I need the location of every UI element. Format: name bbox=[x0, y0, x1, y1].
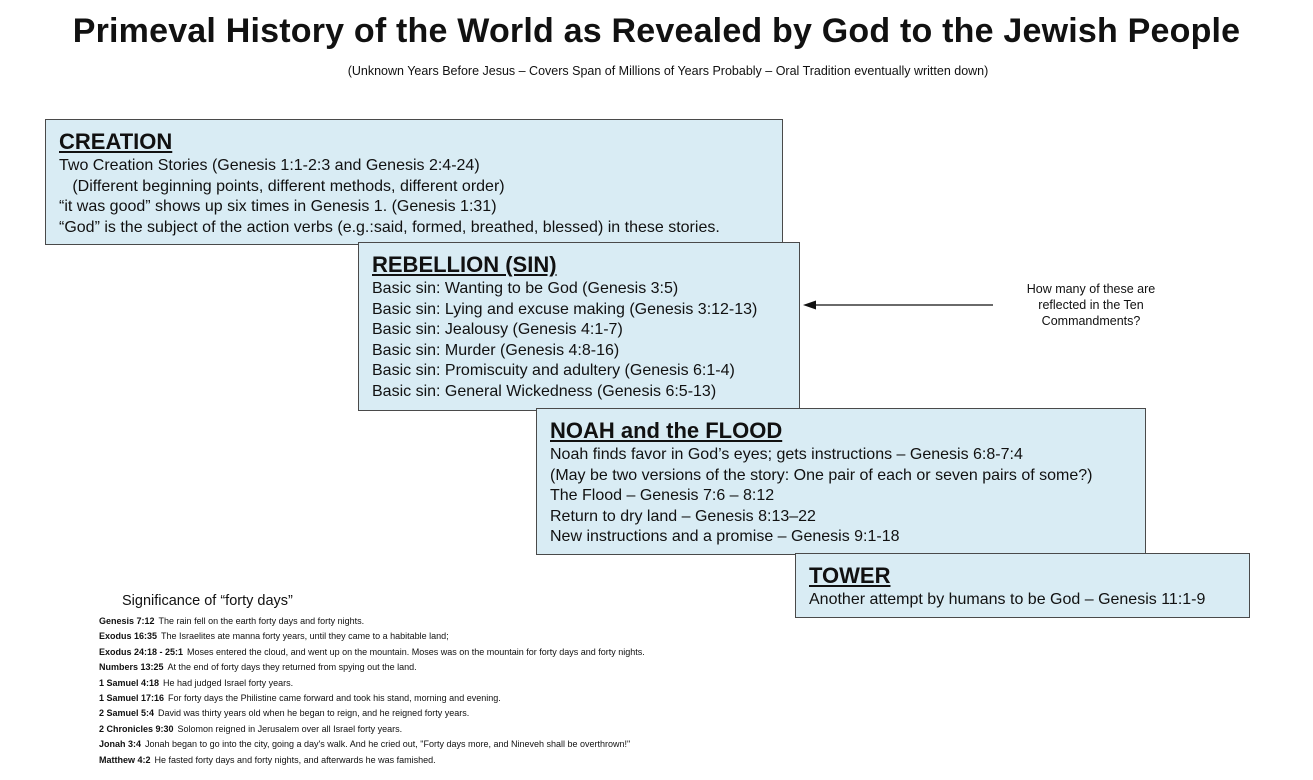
verse-text: The rain fell on the earth forty days an… bbox=[158, 616, 365, 626]
rebellion-line: Basic sin: Jealousy (Genesis 4:1-7) bbox=[372, 321, 623, 338]
verse-reference: Genesis 7:12 bbox=[99, 616, 155, 626]
rebellion-line: Basic sin: Wanting to be God (Genesis 3:… bbox=[372, 280, 679, 297]
creation-line: Two Creation Stories (Genesis 1:1-2:3 an… bbox=[59, 157, 480, 174]
creation-heading: CREATION bbox=[59, 129, 173, 154]
page-title: Primeval History of the World as Reveale… bbox=[72, 12, 1241, 50]
verse-reference: 1 Samuel 17:16 bbox=[99, 693, 165, 704]
rebellion-heading: REBELLION (SIN) bbox=[372, 252, 557, 277]
noah-line: The Flood – Genesis 7:6 – 8:12 bbox=[550, 487, 775, 504]
page-subtitle: (Unknown Years Before Jesus – Covers Spa… bbox=[347, 64, 989, 78]
verse-text: Solomon reigned in Jerusalem over all Is… bbox=[177, 723, 403, 734]
verse-reference: Exodus 24:18 - 25:1 bbox=[99, 646, 184, 657]
rebellion-line: Basic sin: Promiscuity and adultery (Gen… bbox=[372, 362, 735, 379]
verse-reference: 2 Chronicles 9:30 bbox=[99, 723, 174, 734]
noah-flood-box: NOAH and the FLOOD Noah finds favor in G… bbox=[536, 408, 1146, 555]
rebellion-line: Basic sin: Lying and excuse making (Gene… bbox=[372, 300, 758, 318]
creation-box: CREATION Two Creation Stories (Genesis 1… bbox=[45, 119, 783, 245]
creation-line: “it was good” shows up six times in Gene… bbox=[59, 198, 497, 215]
creation-line: (Different beginning points, different m… bbox=[59, 177, 505, 195]
noah-line: Return to dry land – Genesis 8:13–22 bbox=[550, 507, 816, 525]
tower-box: TOWER Another attempt by humans to be Go… bbox=[795, 553, 1250, 618]
ten-commandments-note: How many of these are reflected in the T… bbox=[1026, 282, 1156, 328]
forty-days-heading: Significance of “forty days” bbox=[122, 593, 293, 609]
rebellion-line: Basic sin: General Wickedness (Genesis 6… bbox=[372, 382, 717, 400]
rebellion-box: REBELLION (SIN) Basic sin: Wanting to be… bbox=[358, 242, 800, 411]
noah-heading: NOAH and the FLOOD bbox=[550, 418, 783, 443]
verse-reference: 1 Samuel 4:18 bbox=[99, 677, 160, 688]
creation-line: “God” is the subject of the action verbs… bbox=[59, 218, 720, 236]
verse-text: The Israelites ate manna forty years, un… bbox=[161, 631, 449, 642]
verse-text: At the end of forty days they returned f… bbox=[167, 662, 417, 673]
verse-text: He had judged Israel forty years. bbox=[163, 677, 294, 688]
verse-text: Jonah began to go into the city, going a… bbox=[145, 739, 631, 750]
verse-text: He fasted forty days and forty nights, a… bbox=[154, 754, 436, 765]
verse-text: David was thirty years old when he began… bbox=[158, 708, 470, 719]
tower-line: Another attempt by humans to be God – Ge… bbox=[809, 591, 1206, 608]
noah-line: New instructions and a promise – Genesis… bbox=[550, 528, 900, 545]
rebellion-line: Basic sin: Murder (Genesis 4:8-16) bbox=[372, 341, 620, 359]
verse-reference: Matthew 4:2 bbox=[99, 754, 151, 765]
verse-reference: Jonah 3:4 bbox=[99, 739, 142, 750]
verse-reference: 2 Samuel 5:4 bbox=[99, 708, 155, 719]
noah-line: Noah finds favor in God’s eyes; gets ins… bbox=[550, 446, 1023, 463]
verse-reference: Numbers 13:25 bbox=[99, 662, 164, 673]
verse-reference: Exodus 16:35 bbox=[99, 631, 158, 642]
verse-text: For forty days the Philistine came forwa… bbox=[168, 693, 501, 704]
verse-text: Moses entered the cloud, and went up on … bbox=[187, 646, 645, 657]
noah-line: (May be two versions of the story: One p… bbox=[550, 466, 1093, 484]
left-arrow-icon bbox=[803, 300, 993, 310]
tower-heading: TOWER bbox=[809, 563, 891, 588]
